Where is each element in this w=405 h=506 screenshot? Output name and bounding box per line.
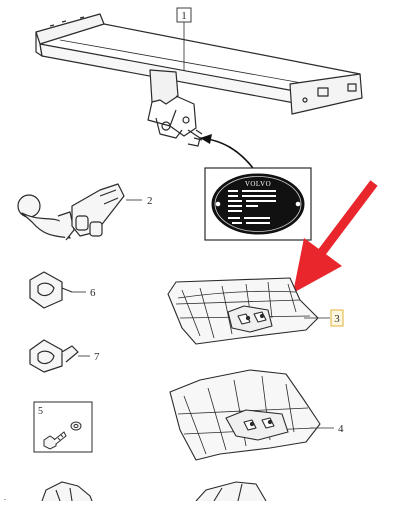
plate-brand: VOLVO	[245, 180, 271, 188]
rivet-icon	[295, 201, 301, 207]
bolt-icon	[43, 431, 67, 450]
callout-label-2: 2	[147, 195, 153, 207]
callout-label-7: 7	[94, 351, 100, 363]
callout-label-1: 1	[181, 10, 187, 22]
identification-plate: VOLVO	[204, 167, 312, 241]
washer-icon	[70, 421, 82, 431]
callout-label-5: 5	[38, 406, 43, 417]
tow-bar-assembly	[35, 13, 363, 147]
callout-highlight-box-3	[330, 309, 344, 327]
callout-label-6: 6	[90, 287, 96, 299]
callout-label-4: 4	[338, 423, 344, 435]
bracket-part-7	[29, 339, 79, 373]
cropped-part-bottom-right	[195, 481, 267, 502]
plate-pointer-arrow	[199, 137, 257, 173]
callout-box-1	[176, 7, 192, 23]
fastener-kit-frame	[33, 401, 93, 453]
bracket-part-6	[29, 271, 73, 309]
highlight-arrow	[293, 180, 378, 293]
protective-plate-part-4	[169, 369, 321, 461]
rivet-icon	[215, 201, 221, 207]
callout-label-3: 3	[334, 313, 340, 325]
towball-part	[17, 183, 125, 241]
cropped-part-bottom-left	[41, 481, 93, 502]
protective-plate-part-3	[167, 277, 319, 345]
cropped-mark: .	[4, 493, 6, 501]
plate-pointer-arrowhead	[200, 134, 212, 144]
